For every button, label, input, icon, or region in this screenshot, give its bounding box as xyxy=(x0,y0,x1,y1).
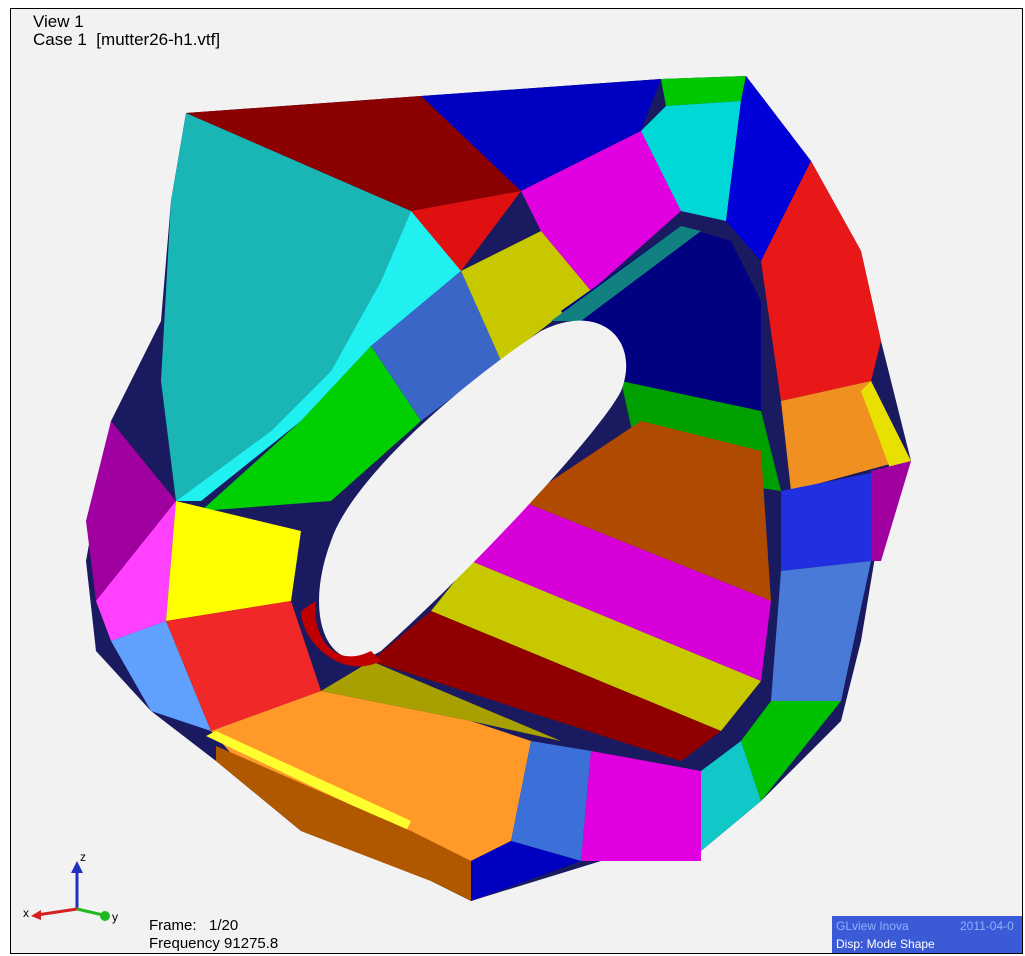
face-magenta-bottom xyxy=(581,751,701,861)
face-cyan-top xyxy=(641,101,741,221)
face-blue-right2 xyxy=(781,471,881,571)
y-axis-ball-icon xyxy=(100,911,110,921)
face-red-right xyxy=(761,161,881,401)
face-olive-lower xyxy=(321,661,561,741)
face-darkred-inner xyxy=(371,611,721,761)
face-olive-inner xyxy=(431,561,761,731)
hole-rim-red xyxy=(301,601,381,667)
brand-panel: GLview Inova 2011-04-0 Disp: Mode Shape xyxy=(832,916,1022,953)
face-magenta-left xyxy=(96,501,176,641)
face-cyan-large xyxy=(161,113,411,501)
face-blue-top xyxy=(421,79,661,191)
case-title: Case 1 [mutter26-h1.vtf] xyxy=(33,30,221,49)
face-green-right2 xyxy=(741,701,841,801)
mode-shape-model[interactable] xyxy=(11,9,1023,954)
face-cyan-bevel xyxy=(176,211,461,501)
face-teal-inner xyxy=(551,226,701,321)
axis-triad: z x y xyxy=(23,850,118,924)
display-mode: Disp: Mode Shape xyxy=(836,937,935,951)
y-axis-label: y xyxy=(112,910,118,924)
face-yellow-left xyxy=(166,501,301,621)
z-axis-arrow-icon xyxy=(71,861,83,873)
frequency-label: Frequency xyxy=(149,935,220,952)
face-brown-inner xyxy=(521,421,771,601)
face-orange-bottom xyxy=(211,691,531,881)
3d-viewport[interactable]: View 1 Case 1 [mutter26-h1.vtf] z x y Fr… xyxy=(10,8,1023,954)
frame-value: 1/20 xyxy=(209,917,239,934)
product-date: 2011-04-0 xyxy=(960,919,1014,933)
face-blue-mid xyxy=(371,271,501,421)
face-green-top xyxy=(661,76,746,106)
y-axis xyxy=(76,907,104,917)
face-darkred-top xyxy=(186,96,521,211)
view-title: View 1 xyxy=(33,12,84,31)
face-lightblue-right xyxy=(771,561,871,701)
z-axis-label: z xyxy=(80,850,86,864)
model-hole xyxy=(319,320,627,659)
face-magenta-top xyxy=(521,131,681,291)
face-lightblue-left xyxy=(111,621,211,731)
x-axis-label: x xyxy=(23,906,29,920)
frame-label: Frame: xyxy=(149,917,197,934)
x-axis-arrow-icon xyxy=(31,910,41,920)
frequency-readout: Frequency 91275.8 xyxy=(149,935,278,952)
face-magenta-inner xyxy=(471,501,771,681)
product-name: GLview Inova xyxy=(836,919,909,933)
face-blue-right xyxy=(726,76,811,261)
face-olive-mid xyxy=(461,231,591,361)
face-yellow-edge xyxy=(861,381,911,471)
face-purple-right xyxy=(871,461,911,561)
face-cyan-bottom xyxy=(701,741,761,851)
face-yellow-strip xyxy=(206,731,411,831)
x-axis xyxy=(36,907,78,917)
face-blue-bottom xyxy=(511,741,591,861)
frame-counter: Frame: 1/20 xyxy=(149,917,238,934)
face-brown-bottom xyxy=(216,746,471,901)
frequency-value: 91275.8 xyxy=(224,935,279,952)
face-green-mid xyxy=(201,346,421,511)
face-red-left xyxy=(166,601,321,731)
face-navy-bottom xyxy=(471,841,581,901)
